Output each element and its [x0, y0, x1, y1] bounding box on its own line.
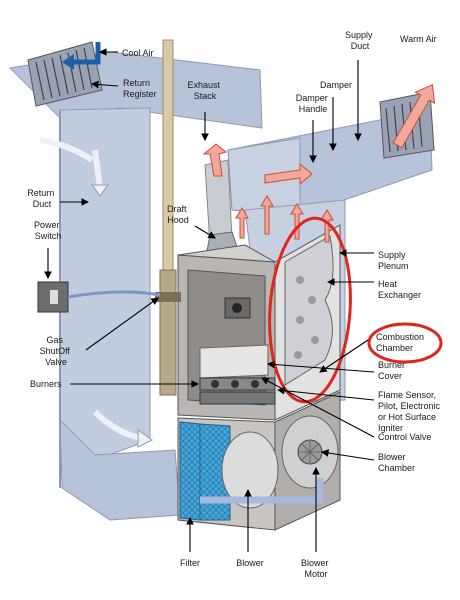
label-filter: Filter — [180, 558, 200, 568]
label-cool-air: Cool Air — [122, 48, 154, 58]
label-blower-motor: Blower Motor — [301, 558, 331, 579]
power-switch — [37, 281, 161, 313]
label-burners: Burners — [30, 379, 62, 389]
return-register — [27, 41, 103, 107]
heat-exchanger-highlight — [268, 216, 352, 404]
label-supply-duct: Supply Duct — [345, 30, 375, 51]
gas-line — [155, 269, 181, 396]
cool-air-arrow — [62, 42, 101, 70]
label-control-valve: Control Valve — [378, 432, 431, 442]
label-return-duct: Return Duct — [27, 188, 57, 209]
label-combustion-chamber: Combustion Chamber — [376, 332, 427, 353]
label-power-switch: Power Switch — [34, 220, 62, 241]
label-return-register: Return Register — [123, 78, 157, 99]
leader-lines — [44, 48, 375, 552]
blower — [221, 415, 339, 509]
label-supply-plenum: Supply Plenum — [378, 250, 409, 271]
filter — [179, 421, 231, 521]
heat-exchanger — [284, 235, 334, 386]
label-heat-exchanger: Heat Exchanger — [378, 279, 421, 300]
label-warm-air: Warm Air — [400, 34, 437, 44]
return-duct — [8, 51, 263, 521]
label-burner-cover: Burner Cover — [378, 360, 408, 381]
label-flame-sensor: Flame Sensor, Pilot, Electronic or Hot S… — [378, 390, 443, 433]
blower-air-arrow — [200, 478, 324, 504]
labels: Cool Air Return Register Exhaust Stack S… — [27, 30, 443, 579]
return-flow-arrows — [39, 137, 141, 441]
label-draft-hood: Draft Hood — [167, 204, 189, 225]
label-damper: Damper — [320, 80, 352, 90]
label-gas-shutoff-valve: Gas ShutOff Valve — [40, 335, 73, 367]
burners — [199, 377, 276, 405]
combustion-chamber-highlight — [367, 322, 443, 364]
label-damper-handle: Damper Handle — [296, 93, 331, 114]
label-blower-chamber: Blower Chamber — [378, 452, 415, 473]
burner-cover — [199, 344, 269, 379]
warm-air-arrows — [202, 83, 436, 243]
label-exhaust-stack: Exhaust Stack — [187, 80, 222, 101]
label-blower: Blower — [236, 558, 264, 568]
control-box — [224, 297, 251, 319]
return-flow-arrowheads — [91, 184, 153, 448]
